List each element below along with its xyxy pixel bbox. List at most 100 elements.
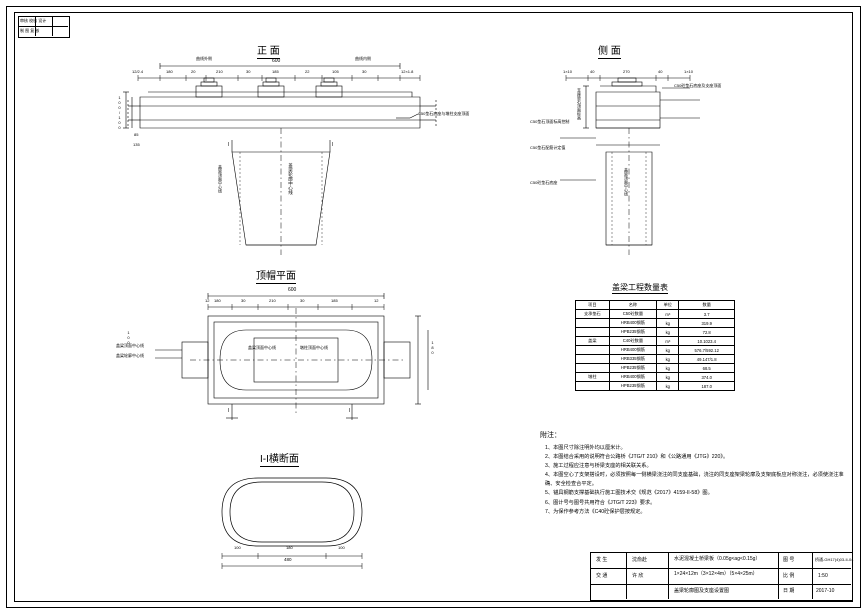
top-dim-0: 12	[205, 298, 210, 303]
tb-left-label-0: 发 生	[596, 557, 608, 563]
top-dim-4: 30	[300, 298, 305, 303]
tb-left-name-0: 沈俞赴	[632, 557, 648, 563]
stamp-line-2: 制 图 复 核	[20, 28, 40, 33]
front-left-dim-1: 100/100	[117, 95, 122, 130]
side-note-0: C50砼垫石底座及支座顶面	[674, 83, 722, 88]
front-col-label: 盖梁顶面中心线	[218, 165, 223, 193]
th-1: 名称	[608, 300, 658, 310]
table-cell: 319.9	[678, 318, 735, 328]
table-cell: kg	[656, 318, 680, 328]
note-line: 2、本图结合采用的说明符合公路桥《JTG/T 210》和《公路通用《JTG》22…	[545, 454, 729, 461]
note-line: 6、图计号与图号共用符合《JTG/T 223》要求。	[545, 499, 656, 506]
table-cell	[575, 345, 610, 355]
side-dim-4: 1×10	[684, 69, 694, 74]
table-cell: 3.7	[678, 309, 735, 319]
sheet-border-outer	[6, 6, 861, 608]
tb-project-line-0: 水泥混凝土桥梁板（0.05g<ag<0.15g）	[674, 556, 761, 562]
front-dim-7: 105	[332, 69, 339, 74]
note-line: 1、本图尺寸除注明外均以厘米计。	[545, 445, 626, 451]
side-dim-2: 270	[623, 69, 630, 74]
table-cell: 187.0	[678, 381, 735, 391]
tb-v2	[668, 552, 669, 599]
top-inner-label-0: 盖梁顶面中心线	[248, 345, 276, 350]
table-cell: m³	[656, 336, 680, 346]
top-right-label: 盖梁轮廓中心线	[116, 353, 144, 358]
quantity-table-title: 盖梁工程数量表	[612, 283, 668, 294]
table-cell: m³	[656, 309, 680, 319]
tb-right-label-2: 日 期	[783, 588, 795, 594]
top-dim-1: 180	[214, 298, 221, 303]
top-section-mark-left: I	[228, 408, 230, 414]
table-cell: HRB335钢筋	[608, 354, 658, 364]
tb-project-line-1: 1×24×12m（3×12×4m）（5×4×25m）	[674, 571, 758, 577]
table-cell: 盖梁	[575, 336, 610, 346]
front-dim-2: 20	[191, 69, 196, 74]
table-cell: 72.8	[678, 327, 735, 337]
tb-h1	[590, 568, 851, 569]
section-width-dim: 480	[284, 557, 292, 562]
table-cell	[575, 363, 610, 373]
tb-right-value-2: 2017-10	[816, 588, 835, 594]
side-col-center-label: 盖梁顶面中心线	[624, 168, 629, 196]
front-dim-label-left: 曲线外侧	[196, 56, 212, 61]
side-vertical-note: 支座垫石顶面标高	[577, 88, 582, 120]
stamp-divider-v1	[35, 16, 36, 36]
table-cell	[575, 327, 610, 337]
side-note-2: C50垫石配筋计定值	[530, 145, 566, 150]
side-dim-0: 1×10	[563, 69, 573, 74]
table-cell: 10.1023.4	[678, 336, 735, 346]
front-view-title: 正 面	[257, 46, 280, 59]
table-cell: HPB235钢筋	[608, 363, 658, 373]
section-view-title: I-I横断面	[260, 454, 299, 467]
section-dim-2: 100	[338, 545, 345, 550]
front-right-note: C50垫石底座与墩柱支座顶面	[418, 111, 470, 116]
side-view-title: 侧 面	[598, 46, 621, 59]
table-cell: 576.7/592.12	[678, 345, 735, 355]
note-line: 7、为保作参考方法《C40砼保护层按规定。	[545, 508, 646, 515]
table-cell	[575, 318, 610, 328]
table-cell: kg	[656, 354, 680, 364]
table-cell: HRB400钢筋	[608, 372, 658, 382]
table-cell: C40砼数量	[608, 336, 658, 346]
table-cell: 墩柱	[575, 372, 610, 382]
top-dim-2: 30	[241, 298, 246, 303]
table-cell: kg	[656, 381, 680, 391]
table-cell: C50砼数量	[608, 309, 658, 319]
table-cell: HPB235钢筋	[608, 381, 658, 391]
top-dim-6: 12	[374, 298, 379, 303]
tb-project-line-2: 盖梁轮廓图及支座设置图	[674, 588, 730, 594]
tb-v4	[812, 552, 813, 599]
stamp-line-1: 审核 校核 设计	[20, 18, 47, 23]
table-cell: 374.0	[678, 372, 735, 382]
top-dim-3: 210	[269, 298, 276, 303]
side-dim-3: 40	[658, 69, 663, 74]
front-dim-6: 22	[305, 69, 310, 74]
note-line: 3、施工过程应注意与桥梁支座的相关联关系。	[545, 463, 652, 470]
top-left-vertical-dim: 100	[126, 330, 131, 345]
tb-right-value-0: 桥通-GH17(4)03-II-04	[815, 557, 854, 562]
top-dim-5: 185	[331, 298, 338, 303]
table-cell: HRB400钢筋	[608, 318, 658, 328]
front-dim-5: 185	[272, 69, 279, 74]
top-view-title: 顶帽平面	[256, 271, 296, 284]
section-dim-0: 100	[234, 545, 241, 550]
notes-list: 1、本图尺寸除注明外均以厘米计。 2、本图结合采用的说明符合公路桥《JTG/T 2…	[545, 444, 845, 517]
front-centerline-text: 盖梁轮廓中心线	[288, 163, 294, 195]
table-cell: 支承垫石	[575, 309, 610, 319]
table-cell: HRB400钢筋	[608, 345, 658, 355]
front-dim-0: 12/2.4	[132, 69, 144, 74]
table-cell: 49.147/1.8	[678, 354, 735, 364]
top-right-vertical-dim: 180	[430, 340, 435, 355]
